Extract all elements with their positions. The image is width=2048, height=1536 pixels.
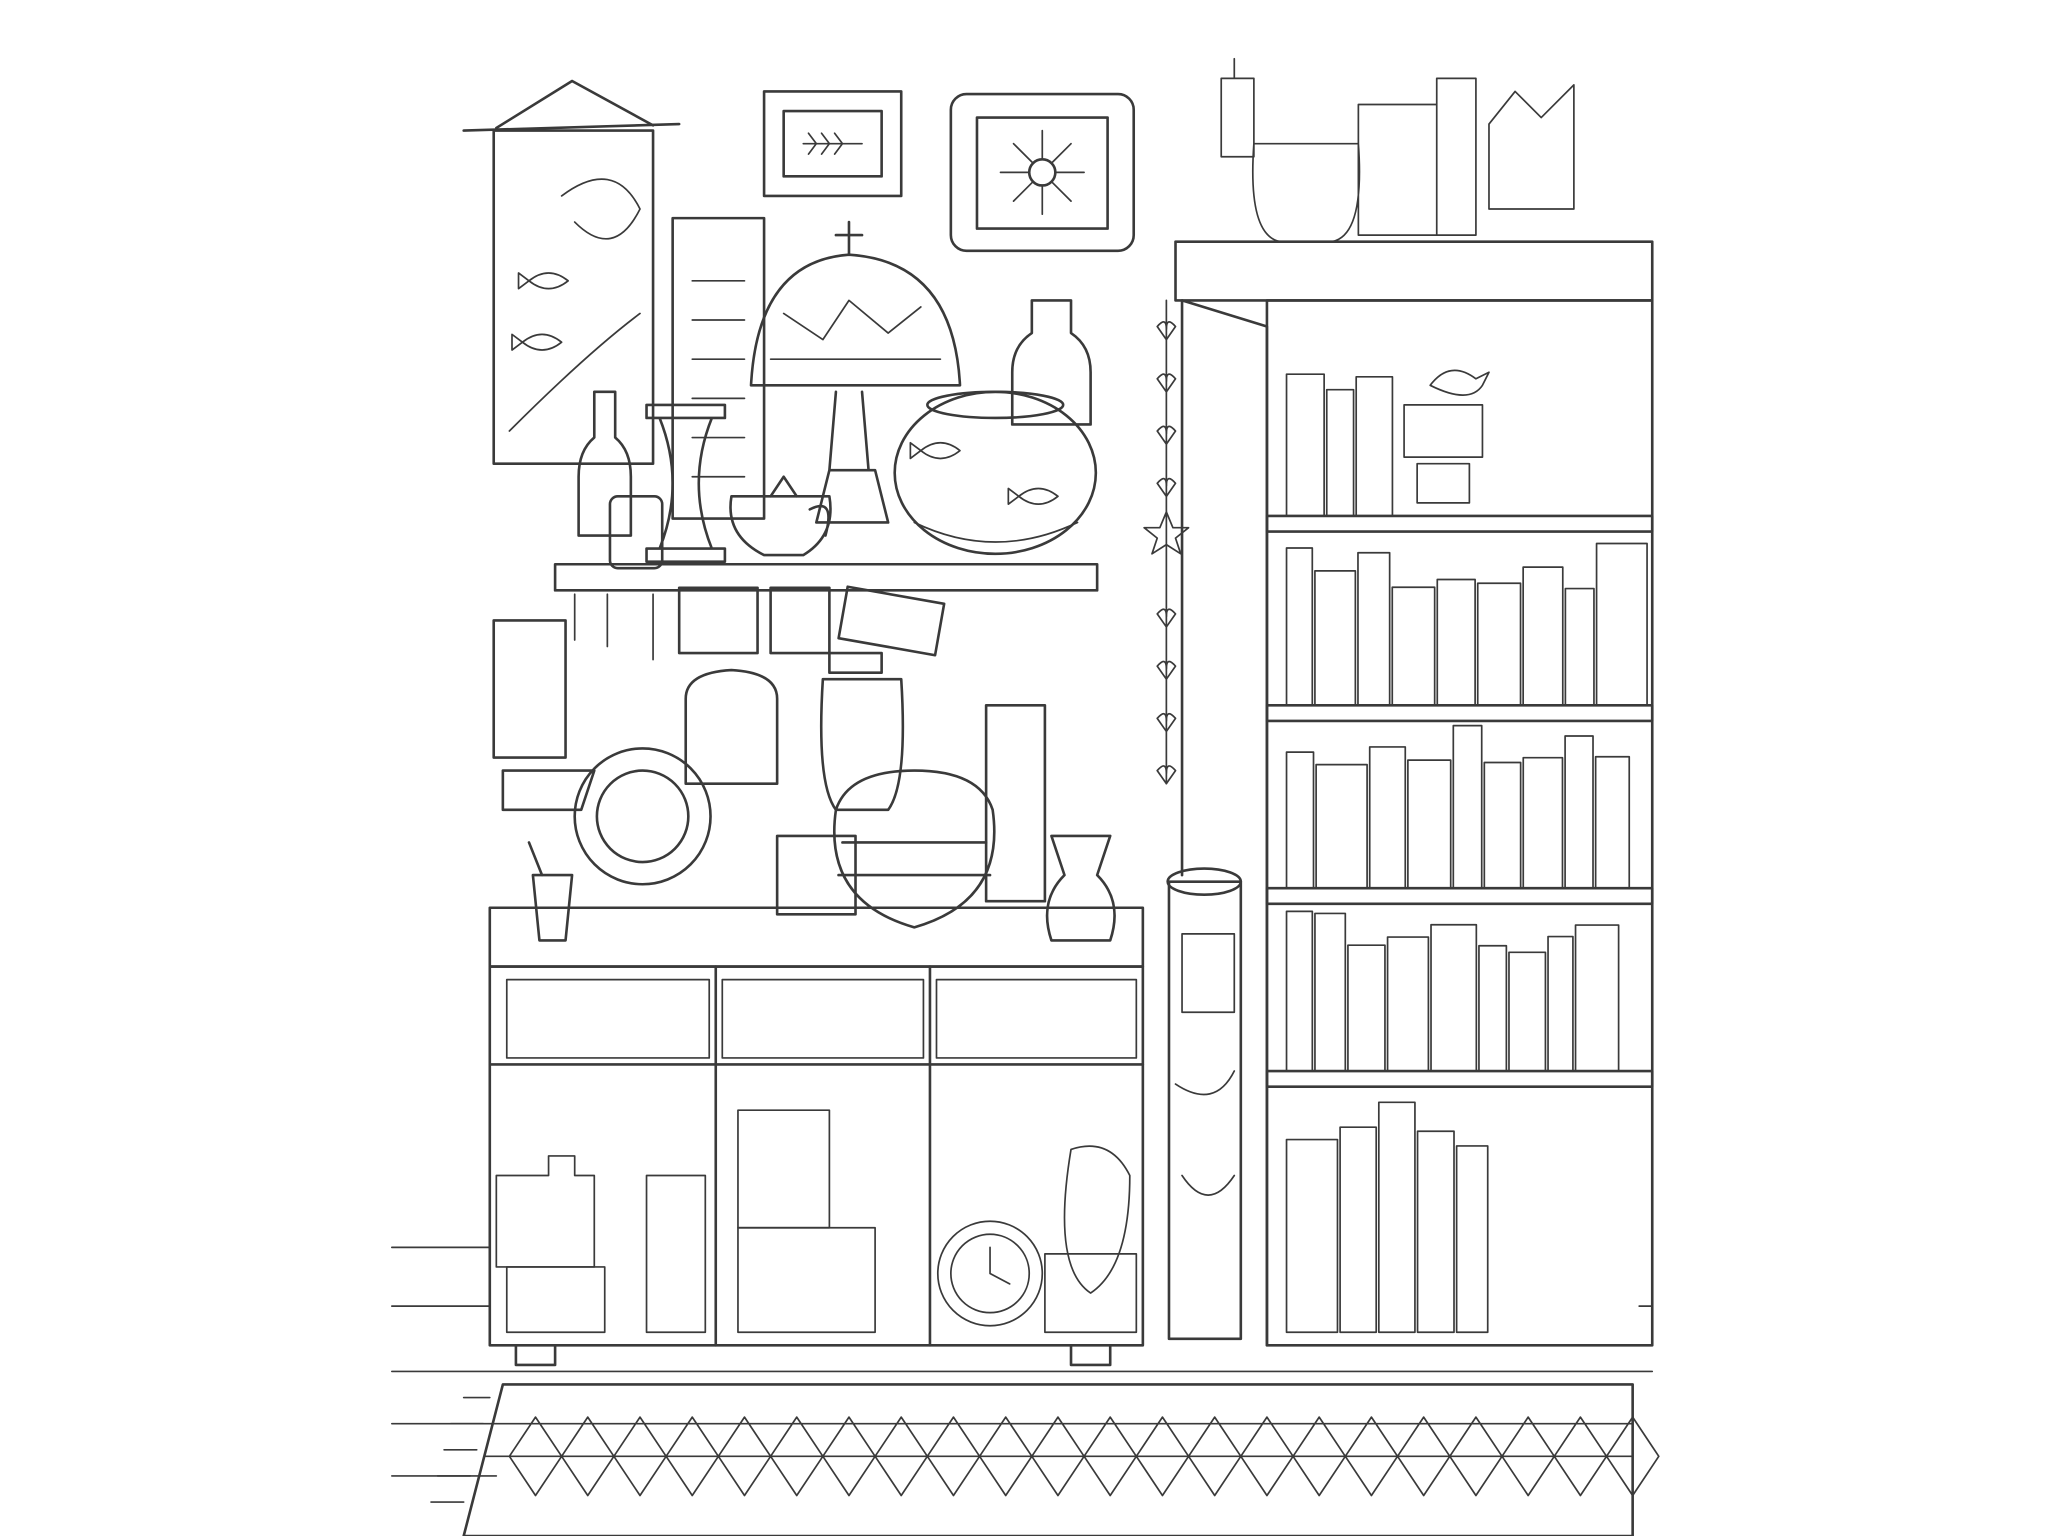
shelf-board [1265,1069,1654,1088]
book [1355,375,1394,517]
book [1564,587,1595,707]
book [1452,724,1483,890]
book [1285,910,1314,1072]
book [1285,751,1315,890]
book [1285,1138,1339,1334]
rolled-maps [1166,867,1243,1341]
fishbowl [893,390,1098,556]
book [1574,924,1620,1072]
framed-flower-picture [949,92,1136,253]
mosaic-lamp [749,220,962,524]
teapot [729,475,832,557]
book [1325,388,1355,517]
wall-shelf [492,562,1099,812]
book [1455,1145,1489,1334]
book [1347,944,1386,1072]
shelf-items [577,299,1092,570]
bird-icon [1429,369,1490,396]
bookcase [1174,57,1654,1347]
fish-icon [909,441,961,460]
cabinet-top-items [527,651,1116,942]
book [1315,763,1368,890]
wall-hanging [462,79,681,465]
book [1357,551,1391,707]
heart-garland [1143,299,1190,785]
book [1285,373,1325,517]
book [1339,1126,1378,1334]
book [1314,570,1357,707]
book [1386,936,1430,1072]
book [1594,755,1631,890]
book [1522,756,1564,890]
cork-bottle [1010,299,1092,426]
book [1391,586,1436,707]
book [1314,912,1347,1072]
shelf-board [1265,703,1654,723]
hourglass [645,403,727,563]
book [1407,759,1452,890]
fish-icon [511,333,563,351]
book [1547,935,1574,1072]
book [1285,547,1314,707]
book [1483,761,1522,890]
bookcase-books [1285,373,1648,1334]
book [1476,582,1522,707]
shelf-board [1265,886,1654,906]
book [1377,1101,1416,1334]
book [1430,923,1478,1072]
book [1595,542,1648,707]
book [1564,735,1594,890]
book [1522,566,1564,707]
book [1478,944,1508,1072]
shelf-board [1265,514,1654,533]
spoon-rack [671,216,766,520]
framed-leaf-picture [762,90,903,198]
fish-icon [1007,487,1059,506]
fish-icon [517,272,570,290]
book [1436,578,1476,707]
book [1368,746,1407,890]
rug [430,1383,1660,1536]
book [1416,1130,1455,1334]
book [1508,951,1547,1072]
cabinet [488,906,1145,1367]
floor [390,1246,1654,1477]
